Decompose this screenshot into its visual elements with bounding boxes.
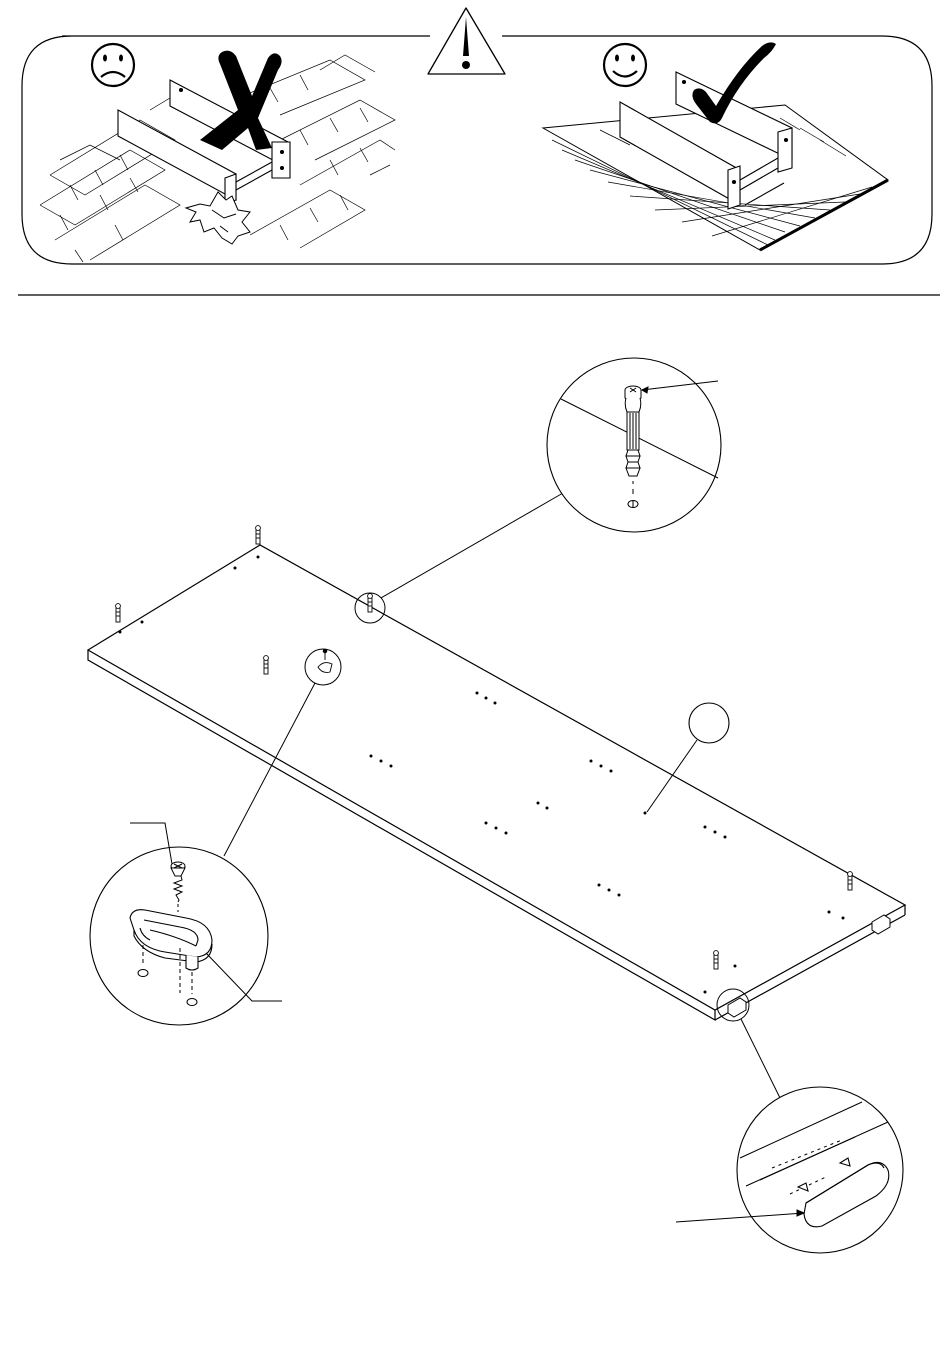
detail-cam-dowel	[547, 358, 721, 532]
board-hole	[618, 894, 621, 897]
board-hole	[141, 621, 144, 624]
board-hole	[505, 832, 508, 835]
board-hole	[704, 826, 707, 829]
board-hole	[590, 760, 593, 763]
board-hole	[600, 765, 603, 768]
board-hole	[495, 827, 498, 830]
detail-glide-pad	[676, 1087, 903, 1253]
board-hole	[119, 631, 122, 634]
board-hole	[704, 991, 707, 994]
board-hole	[485, 697, 488, 700]
warning-triangle-icon	[428, 8, 505, 74]
board-hole	[234, 567, 237, 570]
board-hole	[494, 702, 497, 705]
board-hole	[828, 911, 831, 914]
board-hole	[370, 755, 373, 758]
sad-face-icon	[92, 44, 134, 86]
right-way-panel	[543, 42, 888, 250]
board-hole	[257, 556, 260, 559]
broken-floor-debris	[186, 192, 250, 244]
board-hole	[608, 889, 611, 892]
cam-dowel-detail-icon	[625, 386, 641, 476]
board-hole	[380, 760, 383, 763]
board-hole	[598, 884, 601, 887]
board-hole	[610, 770, 613, 773]
board-hole	[485, 822, 488, 825]
part-number-circle	[689, 703, 729, 743]
wrong-way-panel	[40, 44, 395, 262]
board-hole	[714, 831, 717, 834]
board-hole	[476, 692, 479, 695]
board-hole	[546, 807, 549, 810]
board-hole	[644, 812, 647, 815]
board-hole	[724, 836, 727, 839]
board-hole	[537, 802, 540, 805]
board-hole	[842, 917, 845, 920]
connector-glide	[741, 1019, 782, 1102]
board-hole	[734, 965, 737, 968]
board-hole	[390, 765, 393, 768]
connector-dowel	[381, 493, 563, 598]
happy-face-icon	[604, 44, 646, 86]
detail-bracket	[90, 823, 282, 1025]
warning-banner	[22, 8, 932, 264]
